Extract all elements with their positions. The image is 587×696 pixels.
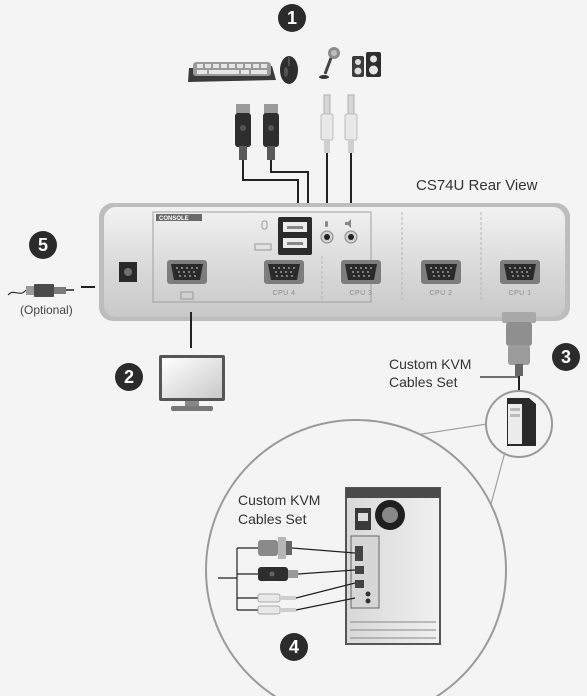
optional-label: (Optional) [20, 303, 73, 317]
cable-label-top-line1: Custom KVM [389, 356, 472, 372]
audio-plug-mic [320, 94, 334, 153]
audio-plug-speaker [344, 94, 358, 153]
console-usb-ports [278, 217, 312, 255]
console-vga-port [167, 260, 207, 300]
port-label-cpu1: CPU 1 [508, 290, 531, 297]
cable-label-bottom-line2: Cables Set [238, 511, 307, 527]
diagram-title: CS74U Rear View [416, 177, 538, 194]
kvm-cable-vga-plug [502, 312, 536, 395]
cpu2-vga-port [421, 260, 461, 284]
usb-plug-keyboard [235, 104, 251, 160]
svg-text:3: 3 [561, 347, 571, 367]
cpu1-vga-port [500, 260, 540, 284]
audio-connector-plug-2 [257, 605, 296, 615]
step-badge-5: 5 [29, 231, 57, 259]
usb-connector-plug [258, 567, 298, 581]
mouse-port-icon [261, 220, 268, 230]
svg-text:4: 4 [289, 637, 299, 657]
cable-label-top-line2: Cables Set [389, 374, 458, 390]
microphone-icon [319, 47, 340, 79]
svg-text:2: 2 [124, 367, 134, 387]
audio-connector-plug-1 [257, 593, 296, 603]
mic-jack [320, 221, 334, 244]
usb-plug-mouse [263, 104, 279, 160]
keyboard-icon [188, 62, 276, 82]
vga-connector-plug [258, 537, 292, 559]
svg-text:1: 1 [287, 8, 297, 28]
cable-label-bottom-line1: Custom KVM [238, 492, 321, 508]
port-label-cpu2: CPU 2 [429, 290, 452, 297]
step-badge-2: 2 [115, 363, 143, 391]
cpu4-vga-port [264, 260, 304, 284]
speaker-jack [344, 219, 358, 244]
power-adapter-icon [7, 284, 95, 297]
svg-text:5: 5 [38, 235, 48, 255]
step-badge-4: 4 [280, 633, 308, 661]
keyboard-port-icon [254, 243, 272, 251]
power-jack [119, 262, 137, 282]
console-label: CONSOLE [159, 216, 189, 222]
step-badge-1: 1 [278, 4, 306, 32]
port-label-cpu4: CPU 4 [272, 290, 295, 297]
computer-tower-icon [485, 390, 553, 458]
monitor-icon [159, 355, 225, 411]
computer-tower-large [345, 487, 441, 645]
speakers-icon [352, 52, 381, 77]
rear-panel: CONSOLE [99, 203, 570, 321]
kvm-cable-bundle [218, 537, 356, 615]
cpu3-vga-port [341, 260, 381, 284]
step-badge-3: 3 [552, 343, 580, 371]
port-label-cpu3: CPU 3 [349, 290, 372, 297]
mouse-icon [280, 56, 298, 84]
